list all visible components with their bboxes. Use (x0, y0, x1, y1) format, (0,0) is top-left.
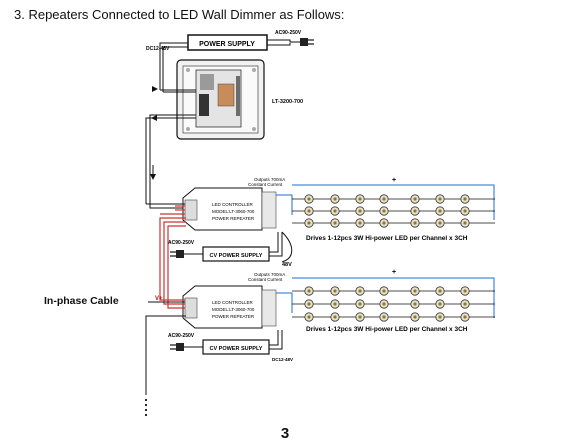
led-core (463, 302, 467, 306)
led-core (413, 221, 417, 225)
repeater-1-plug-icon (170, 250, 184, 258)
led-core (463, 209, 467, 213)
led-core (333, 197, 337, 201)
repeater-2-controller-line: LED CONTROLLER (212, 300, 254, 305)
led-core (333, 315, 337, 319)
led-core (358, 289, 362, 293)
repeater-2-led-array (304, 286, 470, 322)
led-core (307, 289, 311, 293)
repeater-1: LED CONTROLLER MODEL:LT-3060-700 POWER R… (182, 187, 277, 231)
repeater-1-outputs-line: Outputs 700mA (254, 177, 285, 182)
top-power-supply-label: POWER SUPPLY (199, 41, 255, 48)
led-core (307, 221, 311, 225)
led-core (463, 289, 467, 293)
led-core (438, 221, 442, 225)
top-ac-label: AC90-250V (275, 30, 302, 36)
repeater-1-led-array (304, 194, 470, 228)
led-core (382, 197, 386, 201)
dimmer-model-label: LT-3200-700 (272, 99, 303, 105)
repeater-1-controller-line: MODEL:LT-3060-700 (212, 209, 255, 214)
repeater-2-power-supply (202, 339, 270, 355)
led-core (307, 315, 311, 319)
repeater-1-power-supply-label: CV POWER SUPPLY (210, 253, 263, 259)
led-core (438, 302, 442, 306)
repeater-2-drives-label: Drives 1-12pcs 3W Hi-power LED per Chann… (306, 326, 468, 333)
led-core (463, 221, 467, 225)
led-core (463, 197, 467, 201)
repeater-2-power-supply-label: CV POWER SUPPLY (210, 346, 263, 352)
led-core (333, 209, 337, 213)
top-dc-label: DC12-48V (146, 46, 170, 52)
led-core (382, 209, 386, 213)
repeater-1-controller-line: POWER REPEATER (212, 216, 255, 221)
repeater-1-power-supply (202, 246, 270, 262)
led-core (413, 209, 417, 213)
led-core (382, 289, 386, 293)
repeater-2-controller-line: POWER REPEATER (212, 314, 255, 319)
repeater-1-ac-label: AC90-250V (168, 240, 195, 246)
repeater-1-polarity: + (392, 177, 396, 184)
repeater-2-plug-icon (170, 343, 184, 351)
section-heading: 3. Repeaters Connected to LED Wall Dimme… (14, 7, 345, 22)
led-core (333, 221, 337, 225)
repeater-2: LED CONTROLLER MODEL:LT-3060-700 POWER R… (182, 285, 277, 329)
led-core (438, 197, 442, 201)
repeater-2-input-polarity: V+ (155, 296, 163, 302)
led-core (382, 315, 386, 319)
repeater-1-drives-label: Drives 1-12pcs 3W Hi-power LED per Chann… (306, 235, 468, 242)
led-core (358, 315, 362, 319)
repeater-2-polarity: + (392, 269, 396, 276)
continuation-dots (144, 398, 148, 417)
led-core (358, 221, 362, 225)
repeater-2-outputs-line: Constant Current (248, 277, 283, 282)
led-core (438, 315, 442, 319)
led-core (358, 302, 362, 306)
repeater-2-outputs-line: Outputs 700mA (254, 272, 285, 277)
led-core (438, 289, 442, 293)
led-core (307, 197, 311, 201)
top-power-supply: POWER SUPPLY (187, 34, 268, 51)
wall-dimmer (176, 59, 265, 140)
led-core (382, 221, 386, 225)
led-core (333, 302, 337, 306)
repeater-2-controller-line: MODEL:LT-3060-700 (212, 307, 255, 312)
page-number: 3 (280, 425, 290, 442)
led-core (333, 289, 337, 293)
in-phase-cable-label: In-phase Cable (44, 295, 119, 307)
led-core (358, 209, 362, 213)
repeater-1-controller-line: LED CONTROLLER (212, 202, 254, 207)
led-core (307, 302, 311, 306)
led-core (413, 289, 417, 293)
led-core (413, 315, 417, 319)
led-core (358, 197, 362, 201)
top-plug-icon (300, 38, 314, 46)
repeater-1-voltage: 48V (282, 262, 292, 268)
repeater-2-ac-label: AC90-250V (168, 333, 195, 339)
led-core (463, 315, 467, 319)
led-core (438, 209, 442, 213)
led-core (413, 302, 417, 306)
led-core (307, 209, 311, 213)
repeater-2-voltage: DC12-48V (272, 357, 293, 362)
led-core (413, 197, 417, 201)
led-core (382, 302, 386, 306)
repeater-1-outputs-line: Constant Current (248, 182, 283, 187)
